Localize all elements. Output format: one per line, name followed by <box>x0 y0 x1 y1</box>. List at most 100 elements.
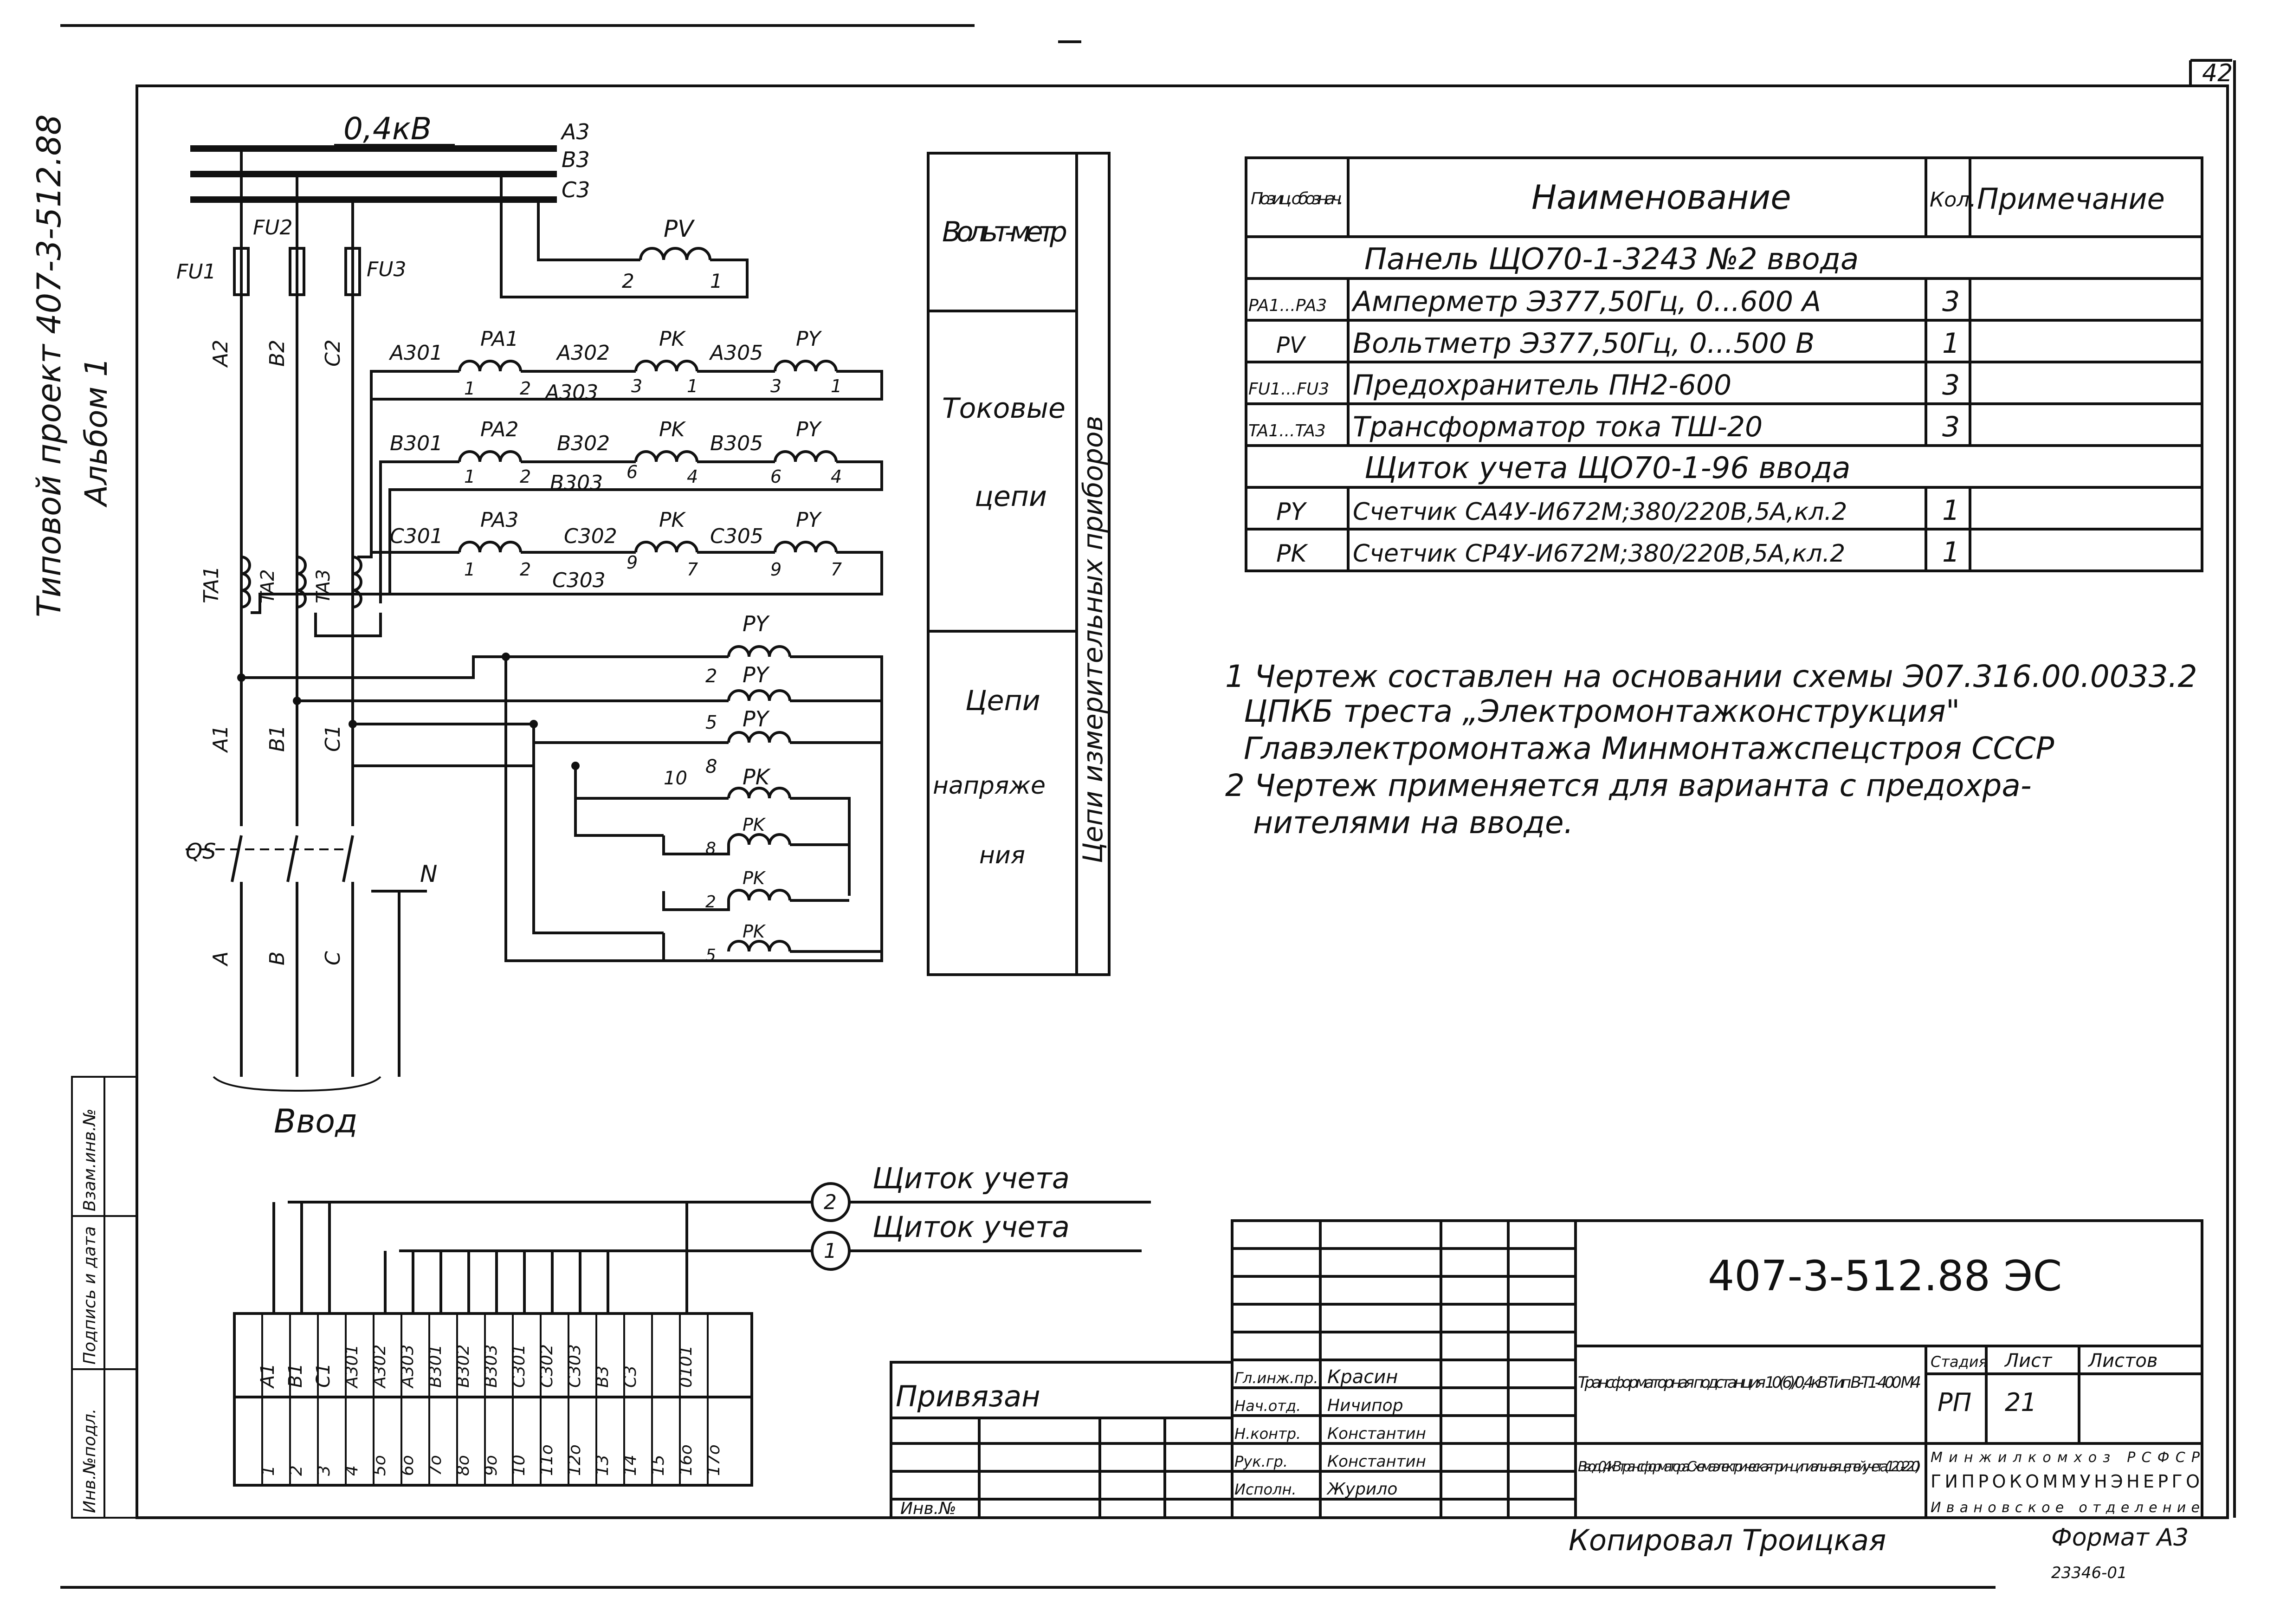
wire-c303: C303 <box>552 569 606 592</box>
title-main: Трансформаторная подстанция 10(6)/0,4кВ … <box>1578 1373 1921 1392</box>
vcoil-term-6: 2 <box>705 893 716 912</box>
name-4: Константин <box>1327 1452 1426 1471</box>
phase-label-a2: A2 <box>209 340 233 368</box>
spec-row-3-pos: FU1...FU3 <box>1248 380 1329 399</box>
tb-num-4: 4 <box>342 1465 362 1476</box>
shield-lines <box>272 1182 1151 1313</box>
spec-row-7-name: Счетчик СР4У-И672М;380/220В,5А,кл.2 <box>1353 540 1845 568</box>
term-b-3: 6 <box>627 462 638 482</box>
tb-label-7: B301 <box>426 1345 445 1388</box>
bus-label-b3: B3 <box>562 147 590 172</box>
stage-header-2: Лист <box>2004 1350 2053 1372</box>
tb-num-2: 2 <box>287 1465 306 1476</box>
bound-label: Привязан <box>896 1379 1040 1413</box>
note-line-4: 2 Чертеж применяется для варианта с пред… <box>1225 768 2032 803</box>
shield-marker-2 <box>811 1182 851 1222</box>
tb-num-5: 5о <box>370 1455 389 1476</box>
shield-label-2: Щиток учета <box>872 1161 1070 1195</box>
bus-label-a3: A3 <box>560 119 590 144</box>
neutral-label: N <box>420 861 437 887</box>
tb-num-14: 14 <box>621 1455 640 1476</box>
section-voltage-2: напряже <box>933 772 1046 800</box>
fuse-label-fu3: FU3 <box>367 258 407 281</box>
input-label: Ввод <box>274 1102 358 1140</box>
vcoil-term-5: 8 <box>705 839 716 858</box>
stage-header-1: Стадия <box>1931 1353 1988 1371</box>
spec-row-6-name: Счетчик СА4У-И672М;380/220В,5А,кл.2 <box>1353 498 1847 526</box>
tb-label-3: C1 <box>313 1363 334 1388</box>
term-a-5: 3 <box>770 376 782 396</box>
term-c-5: 9 <box>770 559 782 580</box>
tb-num-10: 10 <box>510 1455 529 1476</box>
tb-num-3: 3 <box>315 1465 334 1476</box>
term-a-2: 2 <box>520 378 531 399</box>
term-b-2: 2 <box>520 466 531 487</box>
spec-row-4-name: Трансформатор тока ТШ-20 <box>1353 411 1763 443</box>
section-current-2: цепи <box>975 480 1047 513</box>
spec-row-0-name: Панель ЩО70-1-3243 №2 ввода <box>1364 242 1859 277</box>
vcoil-label-4: PK <box>743 764 771 789</box>
spec-header-pos: Позиц. обознач. <box>1251 189 1343 208</box>
spec-row-1-qty: 3 <box>1942 285 1960 318</box>
role-2: Нач.отд. <box>1234 1397 1301 1415</box>
tb-num-13: 13 <box>593 1455 612 1476</box>
section-voltage-3: ния <box>979 841 1025 869</box>
tb-label-1: A1 <box>257 1363 278 1389</box>
section-vertical: Цепи измерительных приборов <box>1077 415 1109 863</box>
phase-label-b2: B2 <box>265 340 289 367</box>
term-b-4: 4 <box>687 466 698 487</box>
tb-label-10: C301 <box>510 1344 529 1388</box>
spec-row-6-qty: 1 <box>1942 494 1960 527</box>
terminal-block <box>233 1312 753 1487</box>
label-py-b: PY <box>796 418 822 441</box>
wire-a303: A303 <box>544 381 598 404</box>
term-b-1: 1 <box>464 466 475 487</box>
tb-label-8: B302 <box>454 1345 473 1388</box>
spec-row-2-name: Вольтметр Э377,50Гц, 0...500 В <box>1353 327 1815 360</box>
pv-term-1: 1 <box>710 270 723 292</box>
vcoil-label-1: PY <box>743 611 770 636</box>
note-line-5: нителями на вводе. <box>1253 805 1574 841</box>
vcoil-label-5: PK <box>743 815 766 835</box>
vcoil-term-4: 10 <box>664 768 687 789</box>
tb-num-11: 11о <box>537 1444 556 1476</box>
name-3: Константин <box>1327 1424 1426 1443</box>
tb-label-13: B3 <box>593 1365 612 1388</box>
tb-label-16: 0101 <box>677 1345 696 1388</box>
spec-row-7-pos: PK <box>1276 540 1308 568</box>
switch-qs <box>186 835 427 1092</box>
wire-b302: B302 <box>557 432 610 455</box>
spec-row-4-pos: TA1...TA3 <box>1248 421 1326 440</box>
vcoil-term-3: 8 <box>705 756 717 777</box>
title-sub: Ввод 0,4кВ трансформатора. Схема электри… <box>1578 1459 1921 1475</box>
wire-c301: C301 <box>390 524 443 548</box>
org-line-1: Минжилкомхоз РСФСР <box>1931 1449 2200 1466</box>
current-circuits <box>251 360 883 637</box>
stage-value: РП <box>1938 1388 1971 1417</box>
busbars <box>190 145 557 203</box>
term-c-4: 7 <box>687 559 698 580</box>
label-pk-b: PK <box>659 418 686 441</box>
voltage-circuits <box>237 645 883 962</box>
archive-number: 23346-01 <box>2051 1564 2127 1582</box>
tb-num-17: 17о <box>704 1444 723 1476</box>
stage-header-3: Листов <box>2087 1350 2157 1372</box>
inv-no-label: Инв.№ <box>900 1499 956 1518</box>
name-1: Красин <box>1327 1366 1398 1388</box>
shield-marker-1 <box>811 1231 851 1271</box>
phase-label-c1: C1 <box>321 725 345 752</box>
role-3: Н.контр. <box>1234 1425 1301 1443</box>
wire-a302: A302 <box>555 341 610 365</box>
term-c-6: 7 <box>831 559 842 580</box>
wire-a305: A305 <box>709 341 763 365</box>
section-voltage-1: Цепи <box>965 685 1040 717</box>
wire-b301: B301 <box>390 432 443 455</box>
copied-by: Копировал Троицкая <box>1569 1523 1886 1557</box>
tb-num-16: 16о <box>677 1444 696 1476</box>
name-2: Ничипор <box>1327 1396 1403 1415</box>
tb-label-2: B1 <box>285 1363 306 1388</box>
tb-label-9: B303 <box>482 1345 501 1388</box>
section-voltmeter-1: Вольт-метр <box>942 216 1067 248</box>
tb-label-6: A303 <box>398 1345 417 1389</box>
